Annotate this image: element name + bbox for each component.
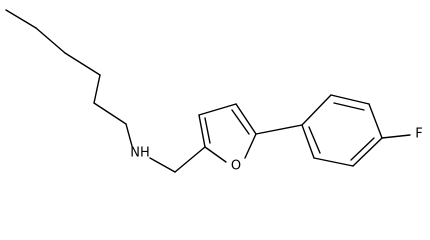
molecule-structure: NH O F xyxy=(5,9,423,174)
bond-c4-c5-furan xyxy=(235,103,257,135)
bond-c5-o-furan xyxy=(244,133,257,159)
phenyl-ring xyxy=(301,94,383,167)
bond-c4-c5 xyxy=(93,74,101,104)
bond-o-c2-furan xyxy=(204,146,227,163)
bond-c2-c3-furan xyxy=(198,114,206,148)
bond-n-ch2 xyxy=(149,157,176,173)
atom-f-label: F xyxy=(415,127,422,142)
bond-c3-c4-furan xyxy=(198,103,237,116)
bond-ch2-furan xyxy=(174,146,206,173)
bond-phenyl-fluorine xyxy=(381,134,411,139)
atom-nh-label: NH xyxy=(130,146,150,161)
bond-ph2-ph3 xyxy=(330,94,370,105)
bond-c2-c3-furan-inner xyxy=(204,117,211,144)
bond-c3-c4 xyxy=(64,52,101,76)
bond-c6-n xyxy=(125,123,133,147)
bond-ph6-ph1 xyxy=(301,124,315,159)
atom-o-label: O xyxy=(231,159,241,174)
bond-c1-c2 xyxy=(5,9,37,29)
hexyl-chain xyxy=(5,9,133,147)
bond-ph4-ph5-inner xyxy=(350,137,375,161)
amine-linker xyxy=(149,146,206,173)
bond-c5-c6 xyxy=(93,102,127,125)
bond-ph1-ph2 xyxy=(301,94,332,126)
bond-ph6-ph1-inner xyxy=(308,126,321,154)
furan-ring xyxy=(198,103,257,163)
bond-ph2-ph3-inner xyxy=(333,102,365,111)
bond-ph5-ph6 xyxy=(313,157,354,167)
bond-ph3-ph4 xyxy=(368,103,383,139)
bond-furan-phenyl xyxy=(255,124,303,135)
bond-c4-c5-furan-inner xyxy=(231,109,250,135)
bond-c2-c3 xyxy=(35,27,66,54)
bond-ph4-ph5 xyxy=(352,137,383,167)
